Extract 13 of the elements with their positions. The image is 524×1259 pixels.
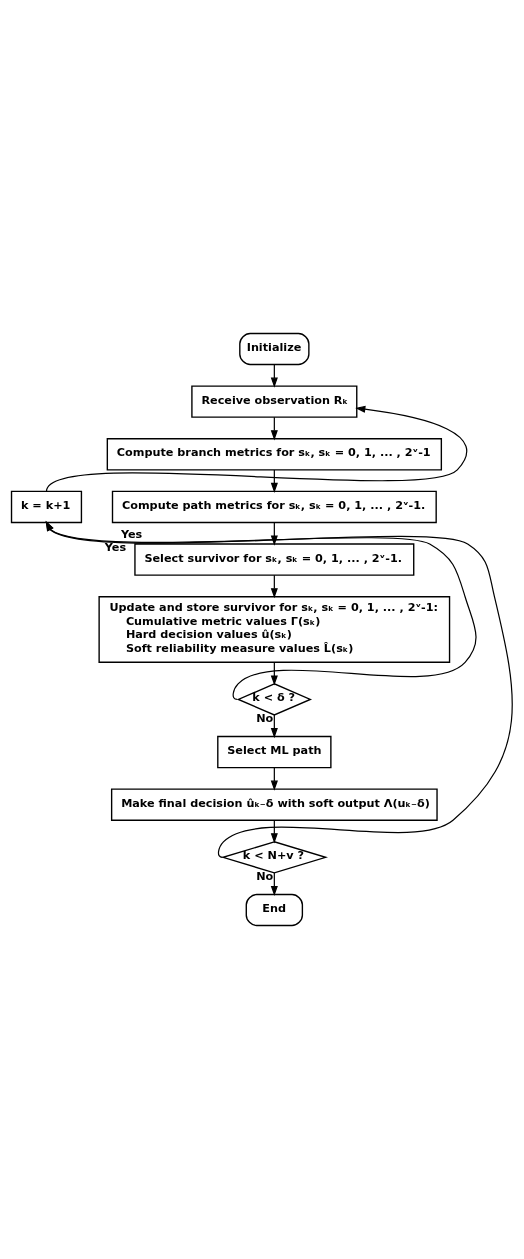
node-box: Select survivor for sₖ, sₖ = 0, 1, ... , 2ᵛ-1. xyxy=(134,543,415,576)
node-box: Receive observation Rₖ xyxy=(191,385,358,418)
node-box: Compute path metrics for sₖ, sₖ = 0, 1, ... , 2ᵛ-1. xyxy=(111,490,437,524)
node-box: Select ML path xyxy=(217,735,332,769)
edge-label: Yes xyxy=(104,540,127,554)
node-box: Initialize xyxy=(239,332,310,366)
node-box: Update and store survivor for sₖ, sₖ = 0, 1, ... , 2ᵛ-1: Cumulative metric values Γ(sₖ) Hard decision values û(sₖ) Soft reliability measure values L̂(sₖ) xyxy=(98,596,451,663)
arrow xyxy=(45,405,468,492)
edge-label: Yes xyxy=(120,528,143,542)
node-box: Make final decision ûₖ₋δ with soft output Λ(uₖ₋δ) xyxy=(110,788,438,821)
node-box: Compute branch metrics for sₖ, sₖ = 0, 1, ... , 2ᵛ-1 xyxy=(106,438,443,471)
node-box: k = k+1 xyxy=(10,490,83,524)
node-box: End xyxy=(245,893,304,927)
